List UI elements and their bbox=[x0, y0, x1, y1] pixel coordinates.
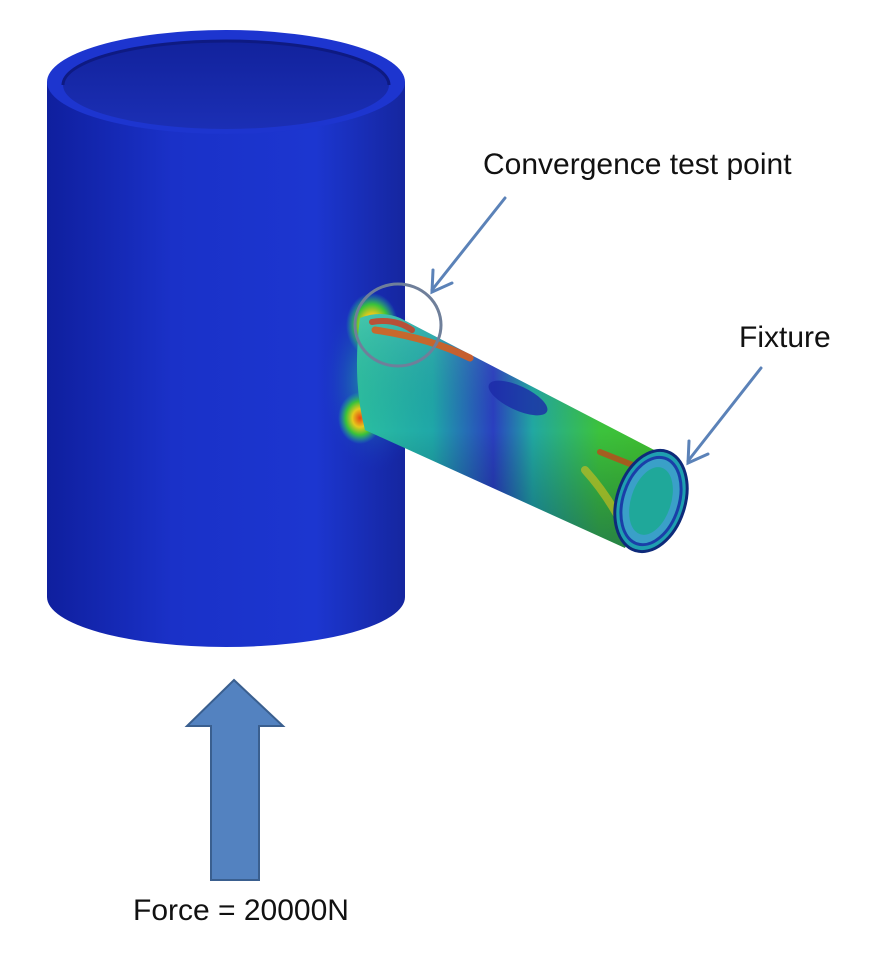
cylinder-bore bbox=[63, 41, 389, 129]
fixture-label: Fixture bbox=[739, 321, 831, 354]
pipe-end-face bbox=[613, 448, 689, 554]
vessel-cylinder bbox=[47, 30, 405, 647]
nozzle-pipe bbox=[356, 314, 660, 548]
convergence-leader-line bbox=[430, 196, 507, 292]
leader-arrows bbox=[430, 196, 763, 466]
convergence-test-point-label: Convergence test point bbox=[483, 148, 792, 181]
callout-circle bbox=[353, 282, 443, 368]
fixture-arrowhead bbox=[686, 439, 710, 466]
convergence-arrowhead bbox=[430, 268, 454, 295]
force-label: Force = 20000N bbox=[133, 894, 349, 927]
force-arrow bbox=[184, 678, 286, 881]
fixture-leader-line bbox=[686, 366, 763, 463]
